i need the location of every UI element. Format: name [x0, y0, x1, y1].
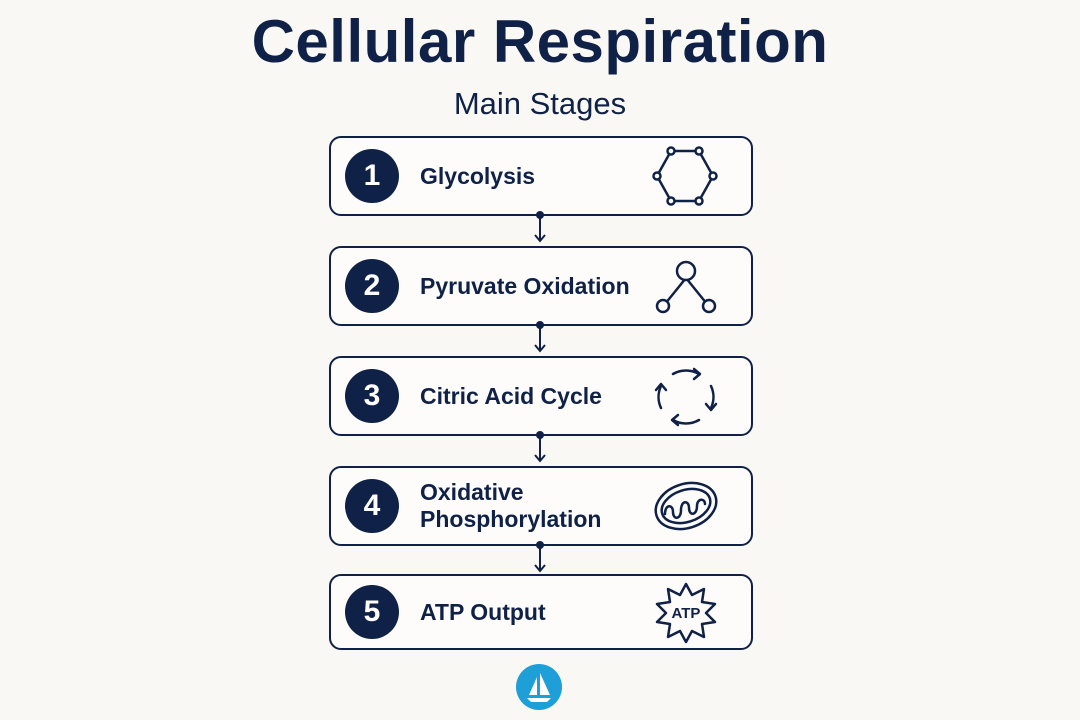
stage-number-badge: 5: [345, 585, 399, 639]
page-subtitle: Main Stages: [453, 86, 627, 121]
stage-box-glycolysis: 1 Glycolysis: [329, 136, 753, 216]
atp-burst-text: ATP: [672, 605, 701, 622]
hexagon-molecule-icon: [651, 144, 721, 208]
sailboat-logo-icon: [516, 664, 562, 710]
stage-label: ATP Output: [420, 598, 546, 625]
stage-number-badge: 2: [345, 259, 399, 313]
atp-burst-icon: ATP: [651, 580, 721, 644]
stage-number-badge: 4: [345, 479, 399, 533]
flow-arrow: [530, 210, 550, 246]
page-title: Cellular Respiration: [251, 8, 829, 75]
stage-label: Oxidative Phosphorylation: [420, 479, 602, 532]
stage-number-badge: 1: [345, 149, 399, 203]
stage-box-citric-acid-cycle: 3 Citric Acid Cycle: [329, 356, 753, 436]
flow-arrow: [530, 430, 550, 466]
mitochondrion-icon: [651, 474, 721, 538]
cycle-arrows-icon: [651, 364, 721, 428]
stage-box-atp-output: 5 ATP Output ATP: [329, 574, 753, 650]
stage-label: Citric Acid Cycle: [420, 382, 602, 409]
stage-box-pyruvate-oxidation: 2 Pyruvate Oxidation: [329, 246, 753, 326]
stage-box-oxidative-phosphorylation: 4 Oxidative Phosphorylation: [329, 466, 753, 546]
flow-arrow: [530, 540, 550, 576]
stage-label: Glycolysis: [420, 162, 536, 189]
stage-label: Pyruvate Oxidation: [420, 272, 630, 299]
branched-molecule-icon: [651, 254, 721, 318]
flow-arrow: [530, 320, 550, 356]
stage-number-badge: 3: [345, 369, 399, 423]
